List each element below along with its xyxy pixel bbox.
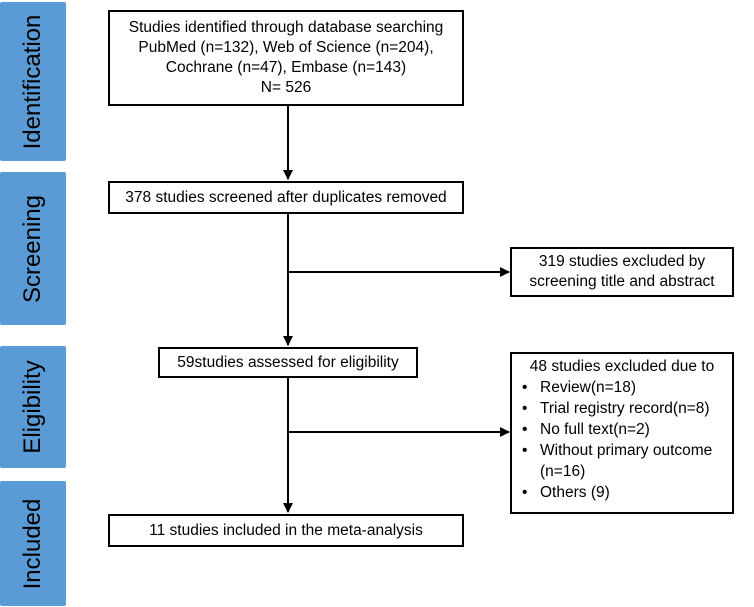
- identified-line-2: PubMed (n=132), Web of Science (n=204),: [138, 39, 434, 56]
- phase-screening: Screening: [0, 172, 66, 325]
- list-item: No full text(n=2): [516, 419, 728, 440]
- excluded-screening-line-2: screening title and abstract: [529, 273, 715, 290]
- phase-identification: Identification: [0, 2, 66, 161]
- screened-text: 378 studies screened after duplicates re…: [125, 188, 447, 206]
- included-text: 11 studies included in the meta-analysis: [149, 521, 423, 539]
- box-excluded-eligibility: 48 studies excluded due to Review(n=18) …: [510, 352, 734, 514]
- box-excluded-screening: 319 studies excluded by screening title …: [510, 247, 734, 297]
- identified-line-3: Cochrane (n=47), Embase (n=143): [165, 59, 407, 76]
- box-assessed: 59studies assessed for eligibility: [158, 347, 418, 378]
- list-item: Others (9): [516, 482, 728, 503]
- box-identified: Studies identified through database sear…: [108, 10, 464, 106]
- identified-line-1: Studies identified through database sear…: [128, 19, 444, 36]
- list-item: Without primary outcome (n=16): [516, 440, 728, 482]
- list-item: Review(n=18): [516, 377, 728, 398]
- box-screened: 378 studies screened after duplicates re…: [108, 181, 464, 214]
- assessed-text: 59studies assessed for eligibility: [177, 353, 399, 371]
- phase-eligibility: Eligibility: [0, 346, 66, 468]
- excluded-screening-line-1: 319 studies excluded by: [538, 253, 706, 270]
- identified-line-4: N= 526: [260, 79, 312, 96]
- excluded-eligibility-heading: 48 studies excluded due to: [529, 358, 715, 375]
- exclusion-reasons-list: Review(n=18) Trial registry record(n=8) …: [516, 377, 728, 503]
- list-item: Trial registry record(n=8): [516, 398, 728, 419]
- phase-included: Included: [0, 481, 66, 606]
- box-included: 11 studies included in the meta-analysis: [108, 514, 464, 547]
